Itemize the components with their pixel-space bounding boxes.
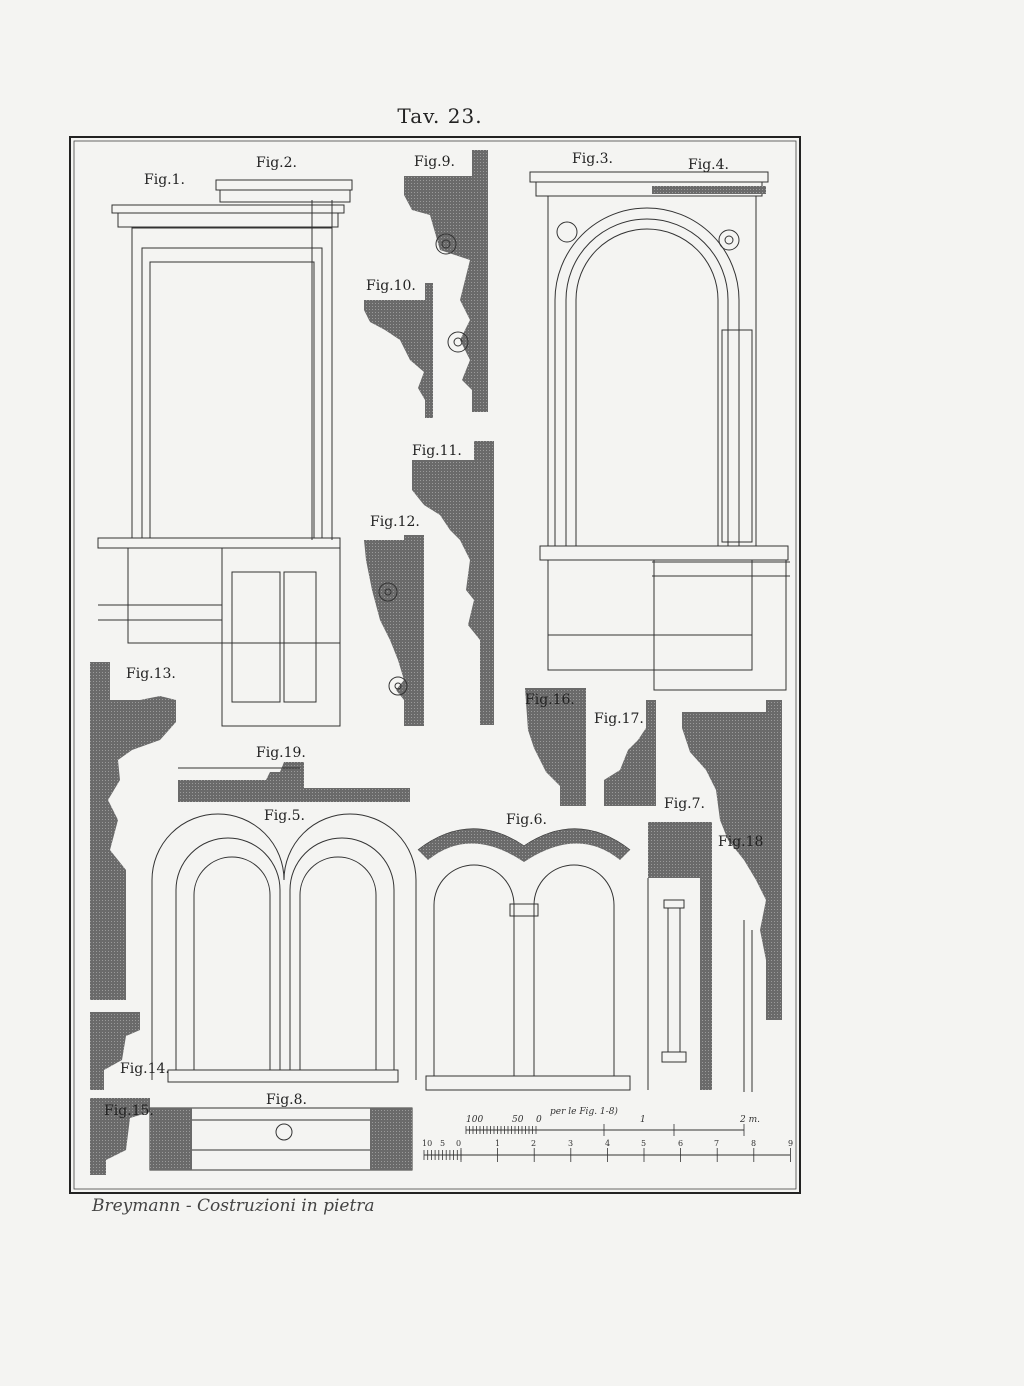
label-fig14: Fig.14. bbox=[120, 1061, 170, 1077]
scale-bottom-label: 0 bbox=[456, 1139, 461, 1148]
label-fig12: Fig.12. bbox=[370, 514, 420, 530]
scale-bottom-label: 1 bbox=[495, 1139, 500, 1148]
scale-bottom-label: 6 bbox=[678, 1139, 683, 1148]
scale-bottom-label: 3 bbox=[568, 1139, 573, 1148]
window-sill-hatch bbox=[150, 1108, 412, 1170]
plate-title: Tav. 23. bbox=[397, 104, 483, 128]
scale-bottom-ticks bbox=[423, 1148, 791, 1162]
label-fig9: Fig.9. bbox=[414, 154, 455, 170]
plate-caption: Breymann - Costruzioni in pietra bbox=[92, 1196, 375, 1216]
label-fig3: Fig.3. bbox=[572, 151, 613, 167]
arched-portal bbox=[529, 171, 790, 691]
scale-top-label: 50 bbox=[512, 1115, 524, 1125]
cornice-profile-fig19 bbox=[178, 762, 410, 802]
label-fig11: Fig.11. bbox=[412, 443, 462, 459]
column-fig7 bbox=[647, 878, 753, 1092]
scroll-ornaments bbox=[378, 233, 469, 696]
scale-bottom-label: 5 bbox=[641, 1139, 646, 1148]
scale-top-labels: 100 50 0 1 2 m. bbox=[466, 1115, 760, 1125]
label-fig16: Fig.16. bbox=[525, 692, 575, 708]
label-fig19: Fig.19. bbox=[256, 745, 306, 761]
twin-window-fig5 bbox=[149, 813, 417, 1171]
label-fig18: Fig.18 bbox=[718, 834, 763, 850]
scale-bottom-label: 10 bbox=[422, 1139, 432, 1148]
scale-bottom-label: 9 bbox=[788, 1139, 793, 1148]
left-profiles bbox=[90, 662, 176, 1175]
label-fig15: Fig.15. bbox=[104, 1103, 154, 1119]
scale-top-label: 0 bbox=[536, 1115, 542, 1125]
label-fig17: Fig.17. bbox=[594, 711, 644, 727]
bracket-profiles bbox=[364, 150, 494, 726]
label-fig5: Fig.5. bbox=[264, 808, 305, 824]
scale-top-ticks bbox=[465, 1124, 745, 1136]
portal-frieze bbox=[652, 186, 766, 194]
scale-top-label: 100 bbox=[466, 1115, 483, 1125]
scale-bottom-label: 2 bbox=[531, 1139, 536, 1148]
right-profiles bbox=[525, 688, 782, 1090]
plate-border-inner bbox=[73, 140, 797, 1190]
scale-bottom-label: 4 bbox=[605, 1139, 610, 1148]
scale-bottom-label: 8 bbox=[751, 1139, 756, 1148]
label-fig4: Fig.4. bbox=[688, 157, 729, 173]
window-lintel-hatch bbox=[418, 828, 630, 862]
label-fig10: Fig.10. bbox=[366, 278, 416, 294]
plate-border-outer bbox=[69, 136, 801, 1194]
scale-bottom-label: 7 bbox=[714, 1139, 719, 1148]
label-fig6: Fig.6. bbox=[506, 812, 547, 828]
scale-top-label: 1 bbox=[640, 1115, 646, 1125]
scale-bottom-labels: 10 5 0 1 2 3 4 5 6 7 8 9 bbox=[422, 1139, 793, 1148]
label-fig13: Fig.13. bbox=[126, 666, 176, 682]
twin-window-fig6 bbox=[417, 828, 631, 1091]
label-fig2: Fig.2. bbox=[256, 155, 297, 171]
label-fig8: Fig.8. bbox=[266, 1092, 307, 1108]
label-fig1: Fig.1. bbox=[144, 172, 185, 188]
label-fig7: Fig.7. bbox=[664, 796, 705, 812]
scale-top-label: 2 m. bbox=[739, 1115, 760, 1125]
scale-note: per le Fig. 1-8) bbox=[550, 1106, 618, 1117]
window-elevation bbox=[97, 179, 353, 727]
scale-bottom-label: 5 bbox=[440, 1139, 445, 1148]
